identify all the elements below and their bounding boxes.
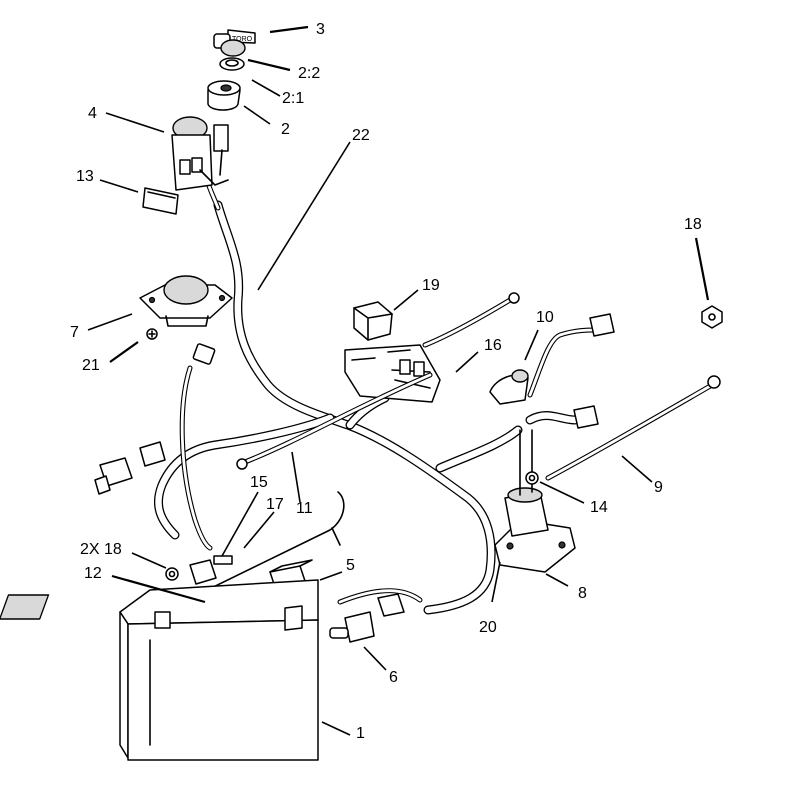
connector-plug-13	[142, 187, 179, 215]
ignition-switch	[171, 116, 229, 191]
ignition-key: TORO	[213, 29, 256, 57]
callout-13: 13	[76, 168, 94, 185]
callout-12: 12	[84, 565, 102, 582]
terminal-boot-6	[329, 593, 405, 643]
hour-meter	[139, 275, 233, 327]
switch-bezel	[207, 80, 241, 111]
screw-21	[146, 328, 158, 340]
callout-1: 1	[356, 725, 365, 742]
callout-21: 21	[82, 357, 100, 374]
callout-2: 2	[281, 121, 290, 138]
callout-3: 3	[316, 21, 325, 38]
callout-18-single: 18	[684, 216, 702, 233]
callout-22: 22	[352, 127, 370, 144]
callout-2-1: 2:1	[282, 90, 304, 107]
battery	[0, 579, 319, 761]
callout-14: 14	[590, 499, 608, 516]
callout-2x-18: 2X 18	[80, 541, 122, 558]
cable-to-terminal	[337, 588, 423, 605]
relay	[353, 301, 393, 341]
cable-upper	[422, 292, 520, 348]
callout-4: 4	[88, 105, 97, 122]
nut-14	[525, 471, 539, 485]
key-brand-text: TORO	[232, 36, 253, 43]
callout-10: 10	[536, 309, 554, 326]
callout-5: 5	[346, 557, 355, 574]
callout-8: 8	[578, 585, 587, 602]
callout-9: 9	[654, 479, 663, 496]
callout-16: 16	[484, 337, 502, 354]
callout-17: 17	[266, 496, 284, 513]
clamp-15	[189, 559, 217, 585]
bolt-17	[213, 555, 233, 565]
callout-20: 20	[479, 619, 497, 636]
connector-near-meter	[192, 343, 216, 365]
connector-right	[573, 313, 615, 429]
callout-6: 6	[389, 669, 398, 686]
leader-lines	[87, 25, 710, 736]
connector-left	[94, 441, 166, 495]
boot-10	[489, 369, 529, 405]
nut-18-single	[701, 305, 723, 329]
callout-15: 15	[250, 474, 268, 491]
wire-harness	[154, 172, 599, 615]
starter-solenoid	[494, 429, 576, 573]
callout-11: 11	[296, 500, 313, 517]
callout-19: 19	[422, 277, 440, 294]
switch-nut	[219, 57, 245, 71]
nut-18-pair	[165, 567, 179, 581]
ground-cable-9	[545, 375, 721, 481]
fuse-block	[344, 344, 441, 403]
callout-7: 7	[70, 324, 79, 341]
positive-cable-11	[236, 372, 433, 470]
callout-2-2: 2:2	[298, 65, 320, 82]
callout-labels: 3 2:2 2:1 2 4 22 13 18 19 10 7 16 21 15 …	[70, 21, 702, 742]
